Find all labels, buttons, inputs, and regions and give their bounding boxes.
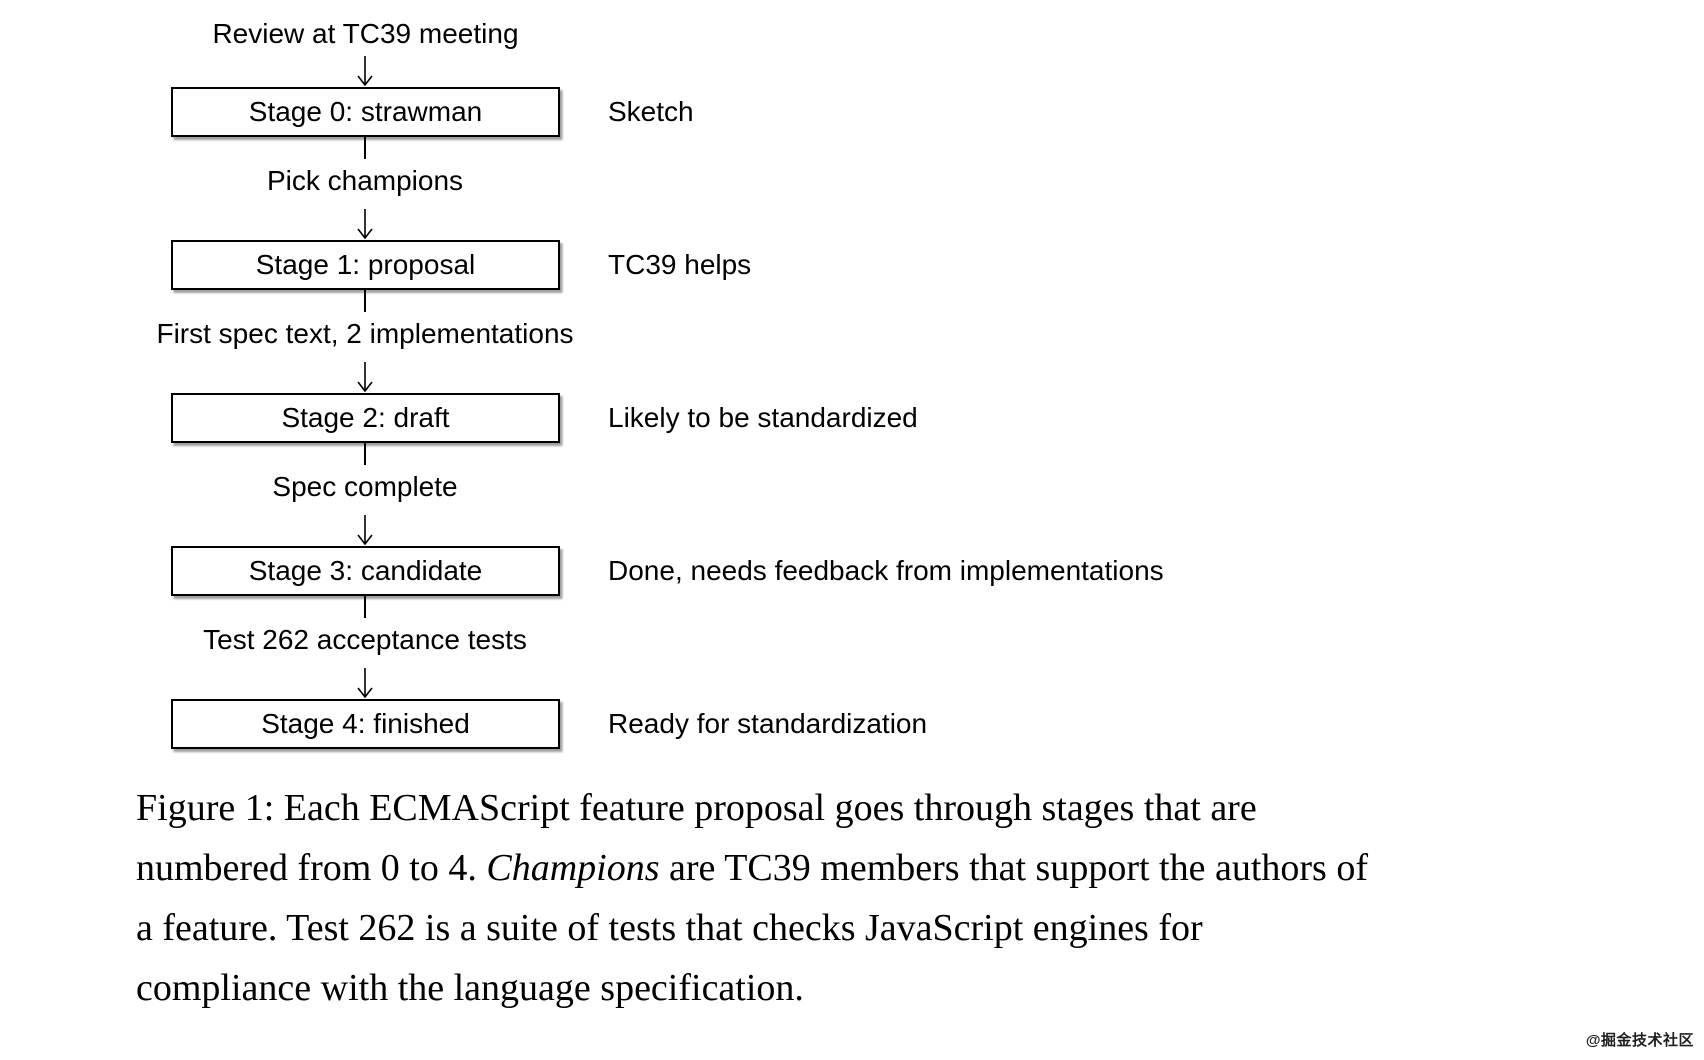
caption-line-3: a feature. Test 262 is a suite of tests … bbox=[136, 907, 1203, 949]
stage-box-0: Stage 0: strawman bbox=[171, 87, 560, 137]
stage-box-label: Stage 3: candidate bbox=[248, 555, 483, 586]
figure-caption: Figure 1: Each ECMAScript feature propos… bbox=[136, 778, 1368, 1018]
stage-box-4: Stage 4: finished bbox=[171, 699, 560, 749]
caption-line-4: compliance with the language specificati… bbox=[136, 967, 804, 1009]
transition-label-3: Test 262 acceptance tests bbox=[203, 624, 527, 655]
transition-label-0: Pick champions bbox=[266, 165, 464, 196]
stage-annotation-4: Ready for standardization bbox=[608, 708, 928, 739]
stage-annotation-1: TC39 helps bbox=[608, 249, 752, 280]
transition-label-2: Spec complete bbox=[272, 471, 458, 502]
stage-box-1: Stage 1: proposal bbox=[171, 240, 560, 290]
stage-box-2: Stage 2: draft bbox=[171, 393, 560, 443]
arrow-down-icon bbox=[357, 209, 373, 239]
connector-line bbox=[364, 596, 366, 618]
caption-line-1: Figure 1: Each ECMAScript feature propos… bbox=[136, 787, 1257, 829]
transition-label-1: First spec text, 2 implementations bbox=[156, 318, 574, 349]
stage-box-3: Stage 3: candidate bbox=[171, 546, 560, 596]
flow-start-label: Review at TC39 meeting bbox=[212, 18, 519, 49]
stage-box-label: Stage 1: proposal bbox=[255, 249, 476, 280]
stage-box-label: Stage 0: strawman bbox=[248, 96, 483, 127]
arrow-down-icon bbox=[357, 362, 373, 392]
arrow-down-icon bbox=[357, 56, 373, 86]
connector-line bbox=[364, 137, 366, 159]
connector-line bbox=[364, 443, 366, 465]
caption-italic-champions: Champions bbox=[486, 847, 660, 889]
stage-annotation-0: Sketch bbox=[608, 96, 694, 127]
arrow-down-icon bbox=[357, 515, 373, 545]
arrow-down-icon bbox=[357, 668, 373, 698]
stage-box-label: Stage 4: finished bbox=[261, 708, 470, 739]
watermark: @掘金技术社区 bbox=[1586, 1029, 1694, 1050]
connector-line bbox=[364, 290, 366, 312]
watermark-text: @掘金技术社区 bbox=[1585, 1032, 1694, 1049]
stage-annotation-2: Likely to be standardized bbox=[608, 402, 918, 433]
stage-annotation-3: Done, needs feedback from implementation… bbox=[608, 555, 1164, 586]
stage-box-label: Stage 2: draft bbox=[281, 402, 450, 433]
caption-line-2: numbered from 0 to 4. Champions are TC39… bbox=[136, 847, 1368, 889]
